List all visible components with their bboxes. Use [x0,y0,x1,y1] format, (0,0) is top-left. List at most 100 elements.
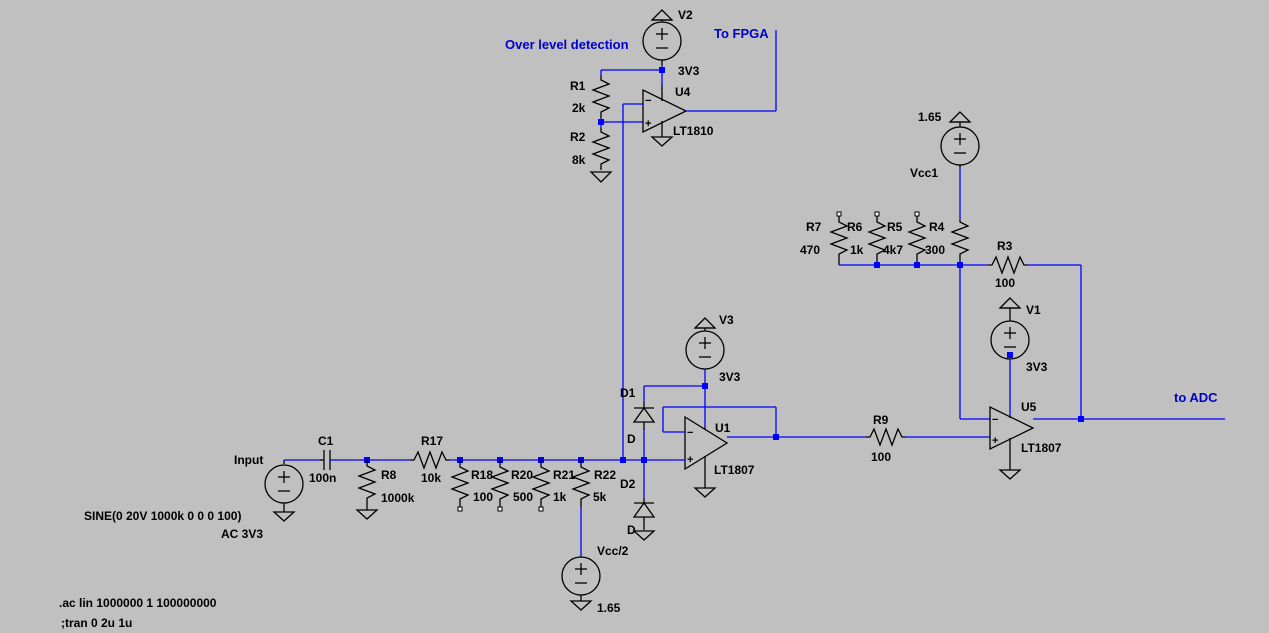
v2-name: V2 [678,8,693,22]
to-adc-label: to ADC [1174,390,1218,405]
r5-value: 4k7 [883,243,903,257]
r5-name: R5 [887,220,903,234]
over-level-label: Over level detection [505,37,629,52]
r1-resistor[interactable] [591,75,611,118]
r9-resistor[interactable] [866,427,906,447]
r2-value: 8k [572,153,586,167]
v3-value: 3V3 [719,370,741,384]
svg-text:−: − [645,95,651,107]
vcc1-value: 1.65 [918,110,942,124]
r20-resistor[interactable] [490,460,510,512]
d2-name: D2 [620,477,636,491]
u5-opamp[interactable]: − + [989,405,1035,470]
r8-value: 1000k [381,491,415,505]
r9-name: R9 [873,413,889,427]
ac-directive[interactable]: .ac lin 1000000 1 100000000 [59,596,217,610]
input-source[interactable] [264,460,304,512]
r8-resistor[interactable] [357,460,377,510]
output-section: − + 1.65 Vcc1 R7 470 R6 1k R5 4k7 R4 300… [800,110,1225,480]
v3-name: V3 [719,313,734,327]
d1-diode[interactable] [632,402,656,430]
r2-name: R2 [570,130,586,144]
r3-name: R3 [997,239,1013,253]
r22-name: R22 [594,468,616,482]
ground-icon [355,509,379,520]
r7-resistor[interactable] [829,211,849,265]
r4-resistor[interactable] [950,220,970,265]
c1-value: 100n [309,471,336,485]
r18-resistor[interactable] [450,460,470,512]
v1-value: 3V3 [1026,360,1048,374]
ground-icon [569,600,593,611]
u1-name: U1 [715,421,731,435]
r6-name: R6 [847,220,863,234]
svg-text:+: + [992,435,998,447]
svg-text:−: − [992,414,998,426]
ground-icon [650,136,674,147]
r4-name: R4 [929,220,945,234]
over-level-section: − + Over level detection To FPGA V2 3V3 … [505,8,777,460]
v1-name: V1 [1026,303,1041,317]
d2-value: D [627,523,636,537]
v1-source[interactable] [990,297,1030,360]
c1-capacitor[interactable] [320,450,331,470]
v2-value: 3V3 [678,64,700,78]
r9-value: 100 [871,450,891,464]
u4-name: U4 [675,85,691,99]
r2-resistor[interactable] [591,128,611,170]
svg-text:+: + [687,454,693,466]
v2-source[interactable] [642,9,682,65]
r22-resistor[interactable] [571,460,591,507]
input-name: Input [234,453,263,467]
buffer-section: − + V3 3V3 D1 D D2 D U1 LT1807 R9 100 [620,313,990,541]
u5-model: LT1807 [1021,441,1062,455]
d2-diode[interactable] [632,498,656,530]
ground-icon [632,530,656,541]
ground-icon [693,487,717,498]
r5-resistor[interactable] [907,211,927,265]
vcc2-value: 1.65 [597,601,621,615]
r21-name: R21 [553,468,575,482]
r3-resistor[interactable] [988,255,1028,275]
r17-resistor[interactable] [410,450,450,470]
r4-value: 300 [925,243,945,257]
input-value-sine: SINE(0 20V 1000k 0 0 0 100) [84,509,241,523]
r1-value: 2k [572,101,586,115]
r8-name: R8 [381,468,397,482]
r21-value: 1k [553,490,567,504]
tran-directive[interactable]: ;tran 0 2u 1u [61,616,132,630]
input-value-ac: AC 3V3 [221,527,263,541]
r20-name: R20 [511,468,533,482]
r18-value: 100 [473,490,493,504]
ground-icon [272,511,296,522]
u4-opamp[interactable]: − + [642,85,688,137]
to-fpga-label: To FPGA [714,26,769,41]
d1-value: D [627,432,636,446]
r6-resistor[interactable] [867,211,887,265]
r22-value: 5k [593,490,607,504]
vcc2-source[interactable] [561,556,601,601]
r17-value: 10k [421,471,441,485]
u4-model: LT1810 [673,124,714,138]
r7-value: 470 [800,243,820,257]
input-section: Input SINE(0 20V 1000k 0 0 0 100) AC 3V3… [84,434,629,615]
c1-name: C1 [318,434,334,448]
r17-name: R17 [421,434,443,448]
r21-resistor[interactable] [531,460,551,512]
vcc2-name: Vcc/2 [597,544,629,558]
r18-name: R18 [471,468,493,482]
svg-text:+: + [645,118,651,130]
svg-text:−: − [687,427,693,439]
u5-name: U5 [1021,400,1037,414]
d1-name: D1 [620,386,636,400]
ground-icon [589,171,613,183]
r6-value: 1k [850,243,864,257]
vcc1-source[interactable] [940,111,980,168]
r3-value: 100 [995,276,1015,290]
u1-opamp[interactable]: − + [684,415,729,488]
u1-model: LT1807 [714,463,755,477]
r20-value: 500 [513,490,533,504]
r1-name: R1 [570,79,586,93]
vcc1-name: Vcc1 [910,166,938,180]
